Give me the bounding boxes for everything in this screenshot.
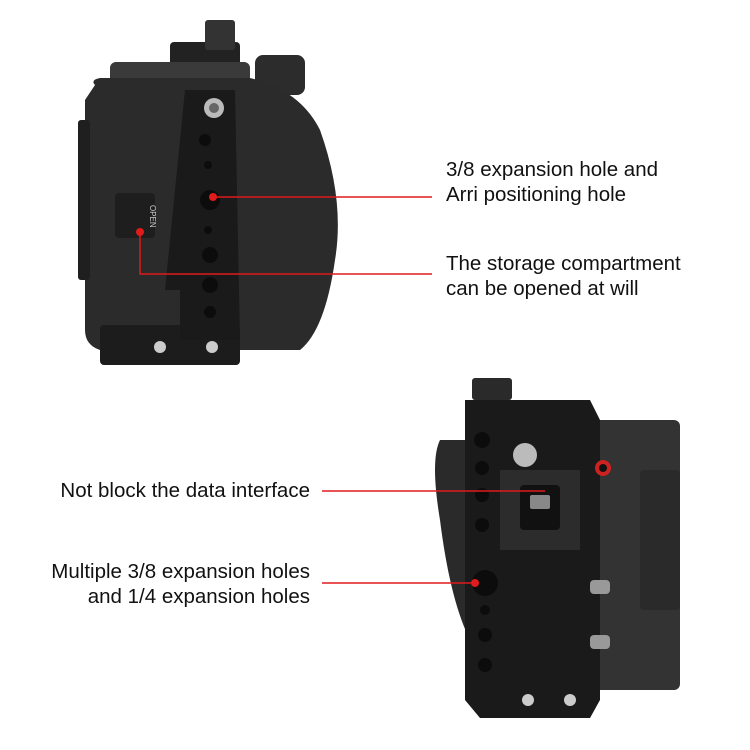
- callout-dot: [471, 579, 479, 587]
- open-label: OPEN: [148, 205, 157, 228]
- callout-lines: [139, 196, 545, 584]
- callout-storage-compartment: The storage compartment can be opened at…: [446, 251, 681, 301]
- callout-dot: [209, 193, 217, 201]
- top-camera-view: OPEN: [78, 20, 338, 365]
- bottom-camera-view: [435, 378, 680, 718]
- callout-text: 3/8 expansion hole and: [446, 158, 659, 181]
- callout-text: Arri positioning hole: [446, 183, 627, 206]
- callout-expansion-holes: Multiple 3/8 expansion holes and 1/4 exp…: [51, 559, 310, 609]
- callout-text: can be opened at will: [446, 277, 639, 300]
- callout-data-interface: Not block the data interface: [60, 478, 310, 503]
- callout-dot: [136, 228, 144, 236]
- callout-text: and 1/4 expansion holes: [87, 585, 310, 608]
- callout-expansion-arri: 3/8 expansion hole and Arri positioning …: [446, 157, 658, 207]
- callout-text: The storage compartment: [446, 252, 681, 275]
- callout-text: Not block the data interface: [60, 479, 310, 502]
- callout-text: Multiple 3/8 expansion holes: [51, 560, 310, 583]
